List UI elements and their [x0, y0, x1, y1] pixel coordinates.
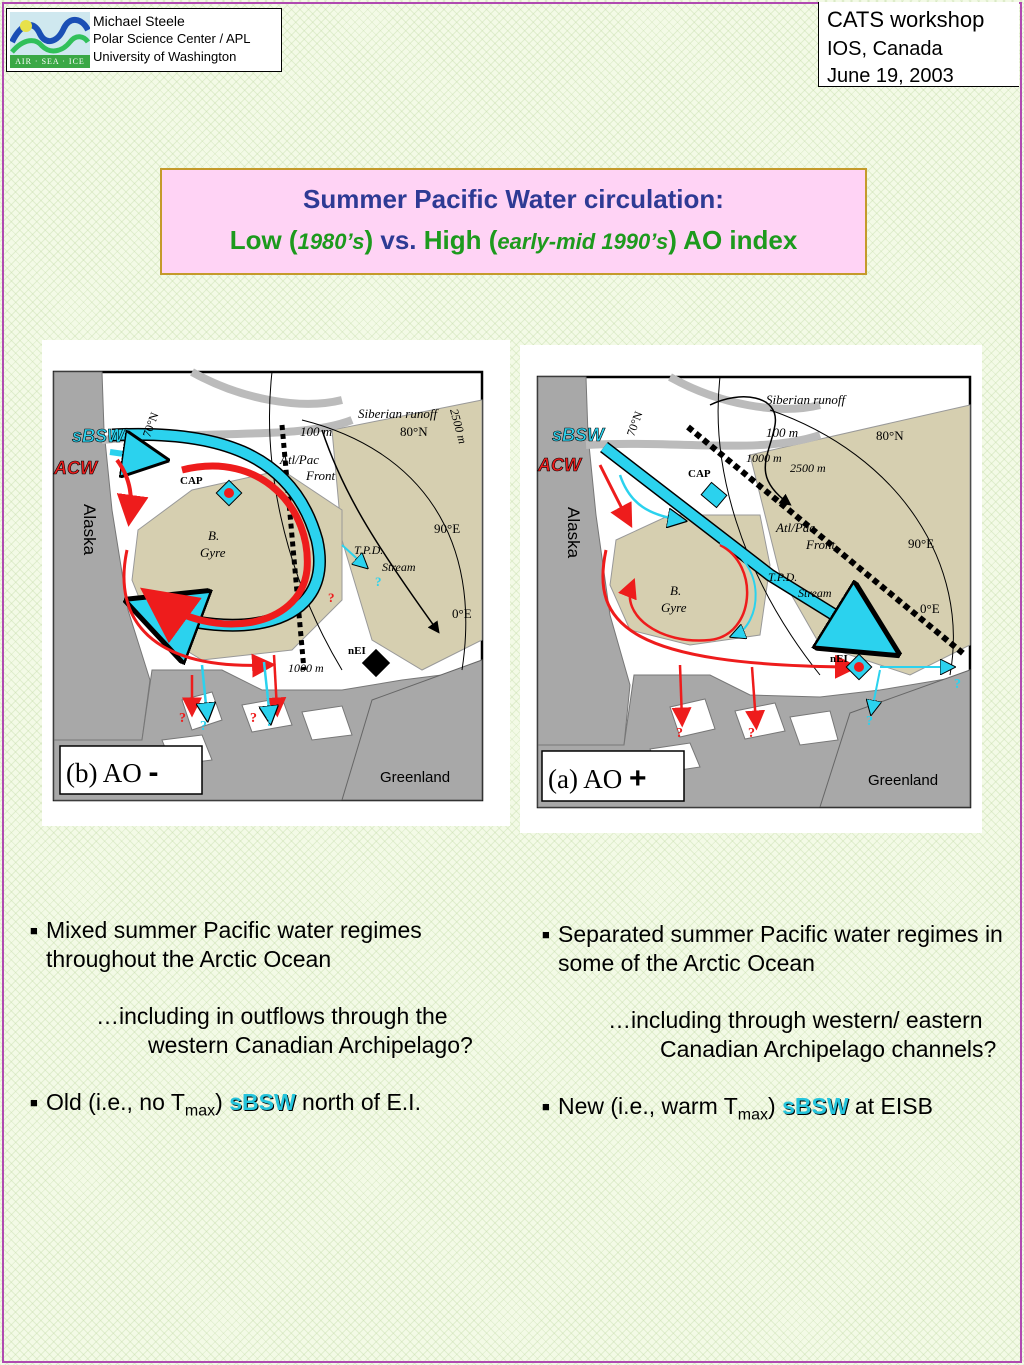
author-box: AIR · SEA · ICE Michael Steele Polar Sci…	[6, 8, 282, 72]
question-mark: ?	[748, 726, 755, 741]
front-label-1: Atl/Pac	[279, 452, 319, 467]
nei-marker	[361, 648, 391, 678]
bullet-icon: ■	[30, 923, 38, 938]
panel-label-box	[541, 750, 685, 802]
sbsw-current-arrow	[600, 443, 875, 640]
sbsw-label: sBSW	[552, 425, 606, 445]
front-label-2: Front	[305, 468, 336, 483]
question-mark: ?	[676, 726, 683, 741]
alaska-label: Alaska	[80, 504, 99, 556]
lon-0-label: 0°E	[920, 601, 940, 616]
question-mark: ?	[954, 677, 961, 692]
bullet-icon: ■	[542, 1099, 550, 1114]
acw-label: ACW	[537, 455, 583, 475]
note-text: New (i.e., warm Tmax) sBSW at EISB	[558, 1093, 933, 1124]
question-mark: ?	[250, 711, 257, 726]
map-panel-ao-plus: sBSW ACW CAP B. Gyre Alaska Greenland Si…	[520, 345, 982, 833]
low-close: )	[364, 225, 374, 255]
lon-90-label: 90°E	[434, 521, 460, 536]
greenland-land	[341, 659, 483, 801]
siberian-runoff-arrow	[709, 396, 792, 506]
depth-1000-label: 1000 m	[288, 661, 324, 675]
low-years: 1980’s	[297, 229, 365, 254]
greenland-label: Greenland	[868, 772, 938, 789]
greenland-label: Greenland	[380, 769, 450, 786]
author-university: University of Washington	[93, 49, 237, 64]
siberian-runoff-label: Siberian runoff	[358, 406, 439, 421]
cap-label: CAP	[180, 475, 203, 487]
lon-90-label: 90°E	[908, 536, 934, 551]
panel-label-box	[59, 745, 203, 795]
meeting-name: CATS workshop	[827, 7, 985, 32]
map-panel-ao-minus: sBSW ACW CAP B. Gyre Alaska Greenland Si…	[42, 340, 510, 826]
tpd-label: T.P.D.	[768, 570, 797, 584]
low-label: Low (	[229, 225, 298, 255]
note-subtext: …including through western/ eastern Cana…	[608, 1007, 997, 1062]
ao-index-label: AO index	[676, 225, 798, 255]
stream-label: Stream	[798, 586, 832, 600]
gyre-label-1: B.	[208, 528, 219, 543]
slide-title-box: Summer Pacific Water circulation: Low (1…	[160, 168, 867, 275]
tpd-label: T.P.D.	[354, 543, 383, 557]
note-text: Old (i.e., no Tmax) sBSW north of E.I.	[46, 1089, 421, 1120]
siberian-runoff-label: Siberian runoff	[766, 392, 847, 407]
gyre-label-1: B.	[670, 583, 681, 598]
alaska-label: Alaska	[564, 507, 583, 559]
nei-label: nEI	[348, 645, 366, 657]
stream-label: Stream	[382, 560, 416, 574]
slide-subtitle: Low (1980’s) vs. High (early-mid 1990’s)…	[162, 225, 865, 256]
gyre-label-2: Gyre	[661, 600, 687, 615]
high-label: High (	[423, 225, 498, 255]
meeting-date: June 19, 2003	[827, 65, 954, 87]
meeting-location: IOS, Canada	[827, 38, 943, 60]
depth-2500-label: 2500 m	[790, 461, 826, 475]
lat-80-label: 80°N	[400, 424, 428, 439]
depth-100-label: 100 m	[300, 424, 332, 439]
front-label-2: Front	[805, 537, 836, 552]
cap-label: CAP	[688, 468, 711, 480]
logo-band: AIR · SEA · ICE	[10, 55, 90, 68]
air-sea-ice-logo: AIR · SEA · ICE	[9, 12, 91, 68]
author-org: Polar Science Center / APL	[93, 31, 251, 46]
tpd-stream-arrow	[321, 429, 440, 634]
nei-label: nEI	[830, 653, 848, 665]
acw-current-arrow	[140, 462, 311, 644]
notes-right: ■ Separated summer Pacific water regimes…	[542, 920, 1012, 1130]
depth-1000-label: 1000 m	[746, 451, 782, 465]
atl-pac-front	[279, 424, 307, 671]
question-mark: ?	[266, 715, 273, 730]
greenland-land	[819, 669, 971, 808]
question-mark: ?	[328, 590, 335, 605]
question-mark: ?	[200, 719, 207, 734]
question-mark: ?	[179, 711, 186, 726]
panel-label: (a) AO +	[548, 762, 647, 795]
note-text: Separated summer Pacific water regimes i…	[558, 921, 1003, 976]
question-mark: ?	[375, 574, 382, 589]
notes-left: ■ Mixed summer Pacific water regimes thr…	[30, 916, 500, 1126]
wave-icon	[9, 17, 91, 54]
slide-title: Summer Pacific Water circulation:	[303, 184, 724, 214]
bullet-icon: ■	[542, 927, 550, 942]
depth-100-label: 100 m	[766, 425, 798, 440]
acw-current-arrow	[598, 464, 633, 528]
gyre-label-2: Gyre	[200, 545, 226, 560]
acw-label: ACW	[53, 458, 99, 478]
bullet-icon: ■	[30, 1095, 38, 1110]
front-label-1: Atl/Pac	[775, 520, 815, 535]
note-subtext: …including in outflows through the weste…	[96, 1003, 473, 1058]
lon-0-label: 0°E	[452, 606, 472, 621]
panel-label: (b) AO -	[66, 756, 159, 789]
lat-80-label: 80°N	[876, 428, 904, 443]
author-name: Michael Steele	[93, 13, 185, 29]
question-mark: ?	[866, 714, 873, 729]
high-years: early-mid 1990’s	[497, 229, 669, 254]
vs-label: vs.	[373, 225, 424, 255]
note-text: Mixed summer Pacific water regimes throu…	[46, 917, 422, 972]
high-close: )	[668, 225, 677, 255]
sbsw-label: sBSW	[72, 426, 126, 446]
meeting-box: CATS workshop IOS, Canada June 19, 2003	[818, 2, 1019, 87]
